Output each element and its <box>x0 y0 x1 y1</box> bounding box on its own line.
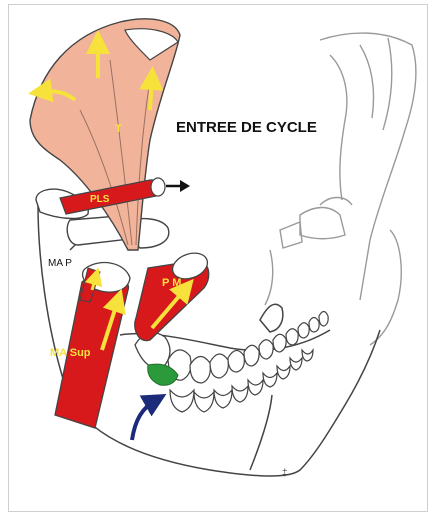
image-frame <box>8 4 428 512</box>
